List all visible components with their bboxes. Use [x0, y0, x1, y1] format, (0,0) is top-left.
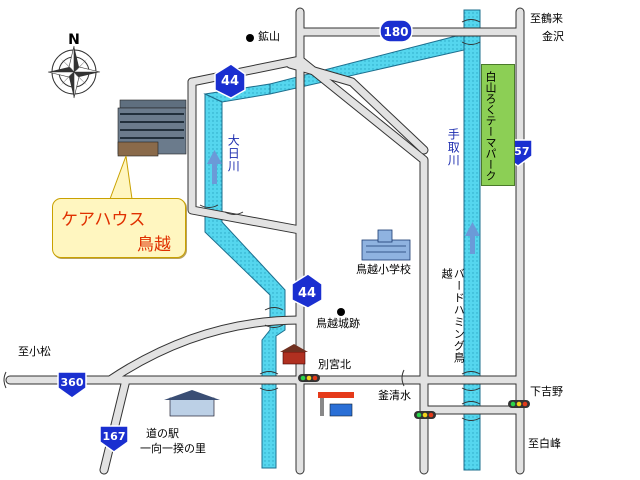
route-44-top-badge: 44: [214, 63, 246, 99]
callout-line1: ケアハウス: [61, 210, 146, 230]
svg-text:44: 44: [221, 74, 239, 89]
kozan-marker: [246, 34, 254, 42]
school-icon: [361, 229, 411, 261]
gas-station-icon: [318, 392, 354, 417]
roadside-station-icon: [164, 390, 220, 417]
label-betsugu: 別宮北: [318, 358, 351, 371]
onichi-river: [204, 93, 286, 469]
shrine-icon: [280, 344, 308, 365]
label-komatsu: 至小松: [18, 345, 51, 358]
route-167-badge: 167: [99, 425, 129, 453]
label-road-name: バードハミング鳥越: [440, 268, 466, 364]
label-school: 鳥越小学校: [356, 263, 411, 276]
route-360-badge: 360: [57, 371, 87, 399]
label-tedori-river: 手取川: [446, 128, 461, 167]
label-castle: 鳥越城跡: [316, 317, 360, 330]
theme-park-area: 白山ろくテーマパーク: [481, 64, 515, 186]
castle-marker: [337, 308, 345, 316]
traffic-light-betsugu: [298, 374, 320, 382]
flow-arrow-onichi: [207, 150, 222, 184]
flow-arrow-tedori: [465, 222, 480, 254]
label-shimizu: 釜清水: [378, 389, 411, 402]
label-shimoyoshino: 下吉野: [530, 385, 563, 398]
svg-text:180: 180: [383, 25, 408, 39]
label-kanazawa: 金沢: [542, 30, 564, 43]
label-tsurugi: 至鶴来: [530, 12, 563, 25]
route-180-badge: 180: [379, 19, 413, 43]
callout-line2: 鳥越: [137, 235, 171, 255]
traffic-light-shimoyoshino: [508, 400, 530, 408]
care-house-callout: ケアハウス 鳥越: [52, 198, 186, 258]
label-kozan: 鉱山: [258, 30, 280, 43]
bridges: [3, 19, 481, 421]
callout-pointer: [109, 155, 133, 200]
label-hakuho: 至白峰: [528, 437, 561, 450]
svg-text:44: 44: [298, 286, 316, 301]
route-44-mid-badge: 44: [291, 273, 323, 309]
traffic-light-shimizu: [414, 411, 436, 419]
compass-north-label: N: [68, 32, 80, 48]
svg-text:360: 360: [61, 376, 84, 389]
care-house-building-icon: [117, 99, 187, 157]
label-onichi-river: 大日川: [226, 134, 241, 173]
label-roadside-station-2: 一向一揆の里: [140, 442, 206, 455]
theme-park-label: 白山ろくテーマパーク: [484, 71, 497, 181]
svg-text:167: 167: [103, 430, 126, 443]
roads: [5, 7, 525, 475]
label-roadside-station-1: 道の駅: [146, 427, 179, 440]
compass-icon: [47, 45, 101, 99]
